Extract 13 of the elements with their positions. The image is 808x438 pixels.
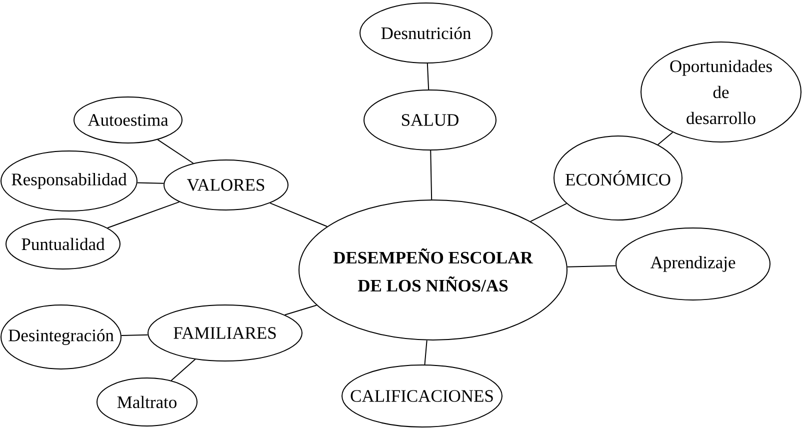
connector-line <box>566 265 616 268</box>
connector-line <box>426 62 430 90</box>
connector-line <box>530 203 568 222</box>
connector-line <box>424 340 428 365</box>
connector-line <box>136 182 164 184</box>
connector-line <box>270 202 328 227</box>
connector-line <box>107 201 180 228</box>
connector-line <box>284 304 318 316</box>
connector-line <box>157 139 194 164</box>
connector-line <box>657 132 674 146</box>
connector-line <box>430 150 432 200</box>
connector-line <box>120 334 148 336</box>
connector-line <box>170 358 196 381</box>
